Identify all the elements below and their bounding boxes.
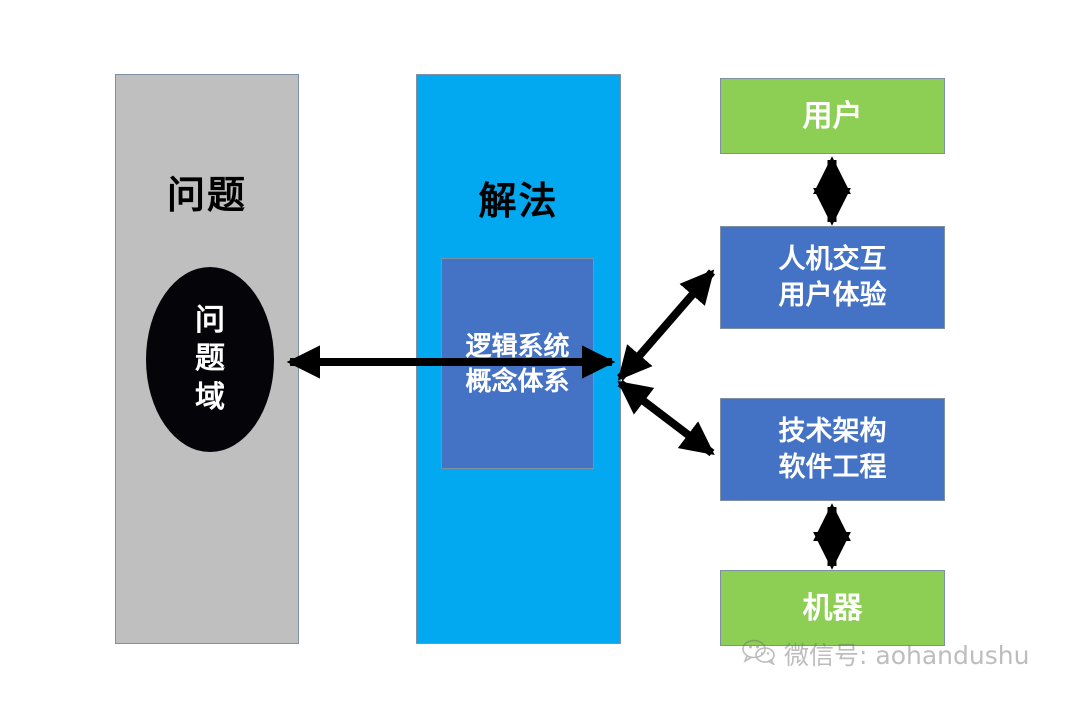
problem-domain-ellipse: 问题域	[146, 267, 274, 452]
logic-system-box: 逻辑系统 概念体系	[441, 258, 594, 469]
solution-panel-title: 解法	[478, 181, 559, 223]
hci-ux-box: 人机交互 用户体验	[720, 226, 945, 329]
problem-panel-title: 问题	[166, 175, 247, 217]
hci-ux-line-1: 人机交互	[778, 244, 887, 275]
watermark-text: 微信号: aohandushu	[784, 641, 1030, 670]
tech-architecture-line-2: 软件工程	[778, 451, 887, 482]
tech-architecture-box: 技术架构 软件工程	[720, 398, 945, 501]
logic-system-line-2: 概念体系	[465, 365, 570, 396]
arrow-logic-to-tech	[617, 379, 715, 457]
watermark: 微信号: aohandushu	[742, 636, 1029, 672]
user-box: 用户	[720, 78, 945, 154]
arrow-logic-to-hci	[616, 269, 716, 381]
hci-ux-line-2: 用户体验	[778, 279, 887, 310]
wechat-icon	[742, 639, 776, 670]
problem-domain-label: 问题域	[195, 303, 225, 414]
machine-box: 机器	[720, 570, 945, 646]
tech-architecture-line-1: 技术架构	[778, 416, 887, 447]
machine-box-label: 机器	[802, 591, 863, 625]
user-box-label: 用户	[802, 99, 863, 133]
logic-system-line-1: 逻辑系统	[465, 331, 570, 362]
